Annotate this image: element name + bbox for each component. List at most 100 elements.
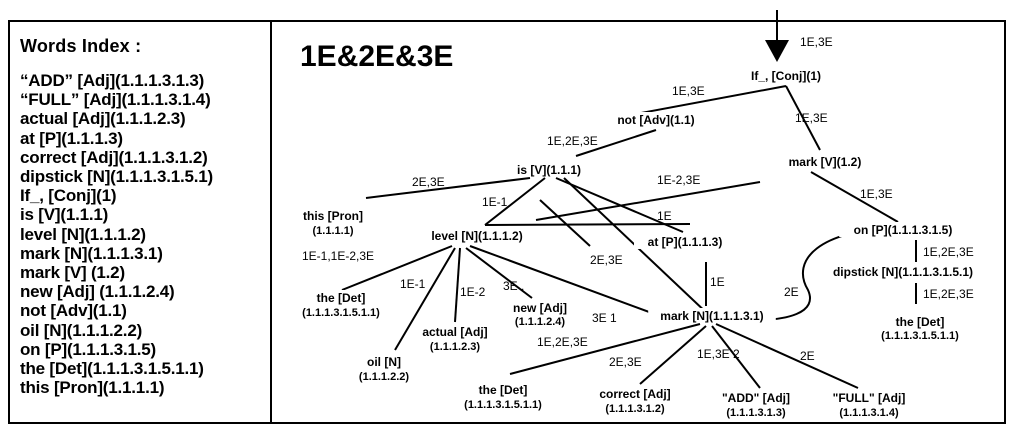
node-new: new [Adj] bbox=[513, 301, 567, 315]
edge-not-is bbox=[575, 129, 657, 157]
words-index-entry: If_, [Conj](1) bbox=[20, 186, 117, 206]
node-bg-markv bbox=[780, 154, 870, 169]
edge-label-is-at: 1E bbox=[657, 209, 672, 223]
words-index-entry: new [Adj] (1.1.1.2.4) bbox=[20, 282, 175, 302]
node-bg-this bbox=[294, 208, 372, 223]
edge-is-markn-b bbox=[539, 199, 591, 247]
edge-label-level-thedet1: 1E-1,1E-2,3E bbox=[302, 249, 374, 263]
edge-level-actual bbox=[454, 247, 461, 323]
words-index-entry: actual [Adj](1.1.1.2.3) bbox=[20, 109, 186, 129]
edge-label-at-markn: 1E bbox=[710, 275, 725, 289]
node-bg-dipstick bbox=[813, 264, 993, 279]
words-index-panel: Words Index : “ADD” [Adj](1.1.1.3.1.3)“F… bbox=[20, 36, 270, 397]
edge-markn-correct bbox=[639, 325, 707, 385]
node-addr-full: (1.1.1.3.1.4) bbox=[839, 407, 899, 419]
words-index-entry: level [N](1.1.1.2) bbox=[20, 224, 146, 244]
words-index-entry: the [Det](1.1.1.3.1.5.1.1) bbox=[20, 359, 204, 379]
node-thedet1: the [Det] bbox=[317, 291, 366, 305]
edge-label-not-is: 1E,2E,3E bbox=[547, 134, 598, 148]
node-thedet2: the [Det] bbox=[896, 315, 945, 329]
words-index-entry: dipstick [N](1.1.1.3.1.5.1) bbox=[20, 167, 214, 187]
panel-divider bbox=[270, 20, 272, 424]
node-dipstick: dipstick [N](1.1.1.3.1.5.1) bbox=[833, 265, 973, 279]
words-index-entry: is [V](1.1.1) bbox=[20, 205, 109, 225]
words-index-entry: “ADD” [Adj](1.1.1.3.1.3) bbox=[20, 71, 205, 90]
edge-label-if-not: 1E,3E bbox=[672, 84, 705, 98]
edge-markn-add bbox=[711, 325, 761, 389]
node-thedet3: the [Det] bbox=[479, 383, 528, 397]
edge-markv-on bbox=[810, 171, 899, 223]
node-addr-add: (1.1.1.3.1.3) bbox=[726, 407, 786, 419]
node-on: on [P](1.1.1.3.1.5) bbox=[854, 223, 953, 237]
node-at: at [P](1.1.1.3) bbox=[648, 235, 723, 249]
node-addr-actual: (1.1.1.2.3) bbox=[430, 341, 480, 353]
words-index-entry: correct [Adj](1.1.1.3.1.2) bbox=[20, 147, 208, 167]
node-level: level [N](1.1.1.2) bbox=[431, 229, 522, 243]
edge-label-is-this: 2E,3E bbox=[412, 175, 445, 189]
node-addr-this: (1.1.1.1) bbox=[313, 225, 354, 237]
node-add: "ADD" [Adj] bbox=[722, 391, 790, 405]
edge-level-markn bbox=[469, 245, 661, 317]
words-index-entry: oil [N](1.1.1.2.2) bbox=[20, 320, 143, 340]
edge-label-level-new: 3E , bbox=[503, 279, 524, 293]
node-bg-new bbox=[508, 300, 572, 315]
edge-label-is-markn_b: 2E,3E bbox=[590, 253, 623, 267]
node-bg-level bbox=[416, 228, 538, 243]
node-bg-add bbox=[717, 390, 795, 405]
edge-if-markv bbox=[785, 85, 821, 151]
node-bg-not bbox=[608, 112, 704, 127]
edge-markv-level bbox=[535, 181, 761, 221]
edge-label-if-markv: 1E,3E bbox=[795, 111, 828, 125]
node-bg-thedet1 bbox=[309, 290, 373, 305]
edge-level-thedet1 bbox=[341, 245, 453, 291]
node-bg-at bbox=[634, 234, 736, 249]
edge-label-level-oil: 1E-1 bbox=[400, 277, 426, 291]
node-correct: correct [Adj] bbox=[599, 387, 670, 401]
node-this: this [Pron] bbox=[303, 209, 363, 223]
edge-markn-full bbox=[715, 323, 859, 389]
edge-label-markv-level: 1E-2,3E bbox=[657, 173, 700, 187]
node-oil: oil [N] bbox=[367, 355, 401, 369]
edge-label-markv-on: 1E,3E bbox=[860, 187, 893, 201]
node-addr-thedet1: (1.1.1.3.1.5.1.1) bbox=[302, 307, 380, 319]
node-full: "FULL" [Adj] bbox=[833, 391, 906, 405]
words-index-entry: on [P](1.1.1.3.1.5) bbox=[20, 339, 157, 359]
node-bg-thedet2 bbox=[888, 314, 952, 329]
edge-label-is-level: 1E-1 bbox=[482, 195, 508, 209]
node-bg-markn bbox=[648, 308, 776, 323]
edge-is-this bbox=[365, 177, 531, 199]
edge-markn-thedet3 bbox=[509, 323, 701, 375]
words-index-entry: this [Pron](1.1.1.1) bbox=[20, 378, 165, 398]
node-bg-actual bbox=[413, 324, 497, 339]
node-addr-new: (1.1.1.2.4) bbox=[515, 316, 565, 328]
words-index-entry: mark [V] (1.2) bbox=[20, 263, 125, 283]
edge-label-markn-add: 1E,3E 2 bbox=[697, 347, 740, 361]
edge-label-level-actual: 1E-2 bbox=[460, 285, 486, 299]
edge-label-dipstick-thedet2: 1E,2E,3E bbox=[923, 287, 974, 301]
node-bg-correct bbox=[590, 386, 680, 401]
tree-edges bbox=[341, 10, 917, 389]
node-markn: mark [N](1.1.1.3.1) bbox=[660, 309, 763, 323]
edge-level-horizontal bbox=[484, 223, 691, 226]
node-not: not [Adv](1.1) bbox=[617, 113, 694, 127]
words-index-entry: mark [N](1.1.1.3.1) bbox=[20, 243, 163, 263]
node-bg-full bbox=[827, 390, 911, 405]
edge-label-markn-full: 2E bbox=[800, 349, 815, 363]
node-bg-if bbox=[738, 68, 834, 83]
node-bg-is bbox=[504, 162, 594, 177]
edge-label-markn-thedet3: 1E,2E,3E bbox=[537, 335, 588, 349]
node-addr-thedet2: (1.1.1.3.1.5.1.1) bbox=[881, 330, 959, 342]
words-index-entry: “FULL” [Adj](1.1.1.3.1.4) bbox=[20, 90, 211, 110]
node-if: If_, [Conj](1) bbox=[751, 69, 821, 83]
root-arrow-head bbox=[765, 40, 789, 62]
edge-level-new bbox=[465, 247, 533, 299]
words-index-entry: not [Adv](1.1) bbox=[20, 301, 127, 321]
node-addr-oil: (1.1.1.2.2) bbox=[359, 371, 409, 383]
edge-label-markn-correct: 2E,3E bbox=[609, 355, 642, 369]
node-is: is [V](1.1.1) bbox=[517, 163, 581, 177]
edge-label-on-markn: 2E bbox=[784, 285, 799, 299]
words-index-list: “ADD” [Adj](1.1.1.3.1.3)“FULL” [Adj](1.1… bbox=[20, 71, 270, 397]
edge-label-on-dipstick: 1E,2E,3E bbox=[923, 245, 974, 259]
